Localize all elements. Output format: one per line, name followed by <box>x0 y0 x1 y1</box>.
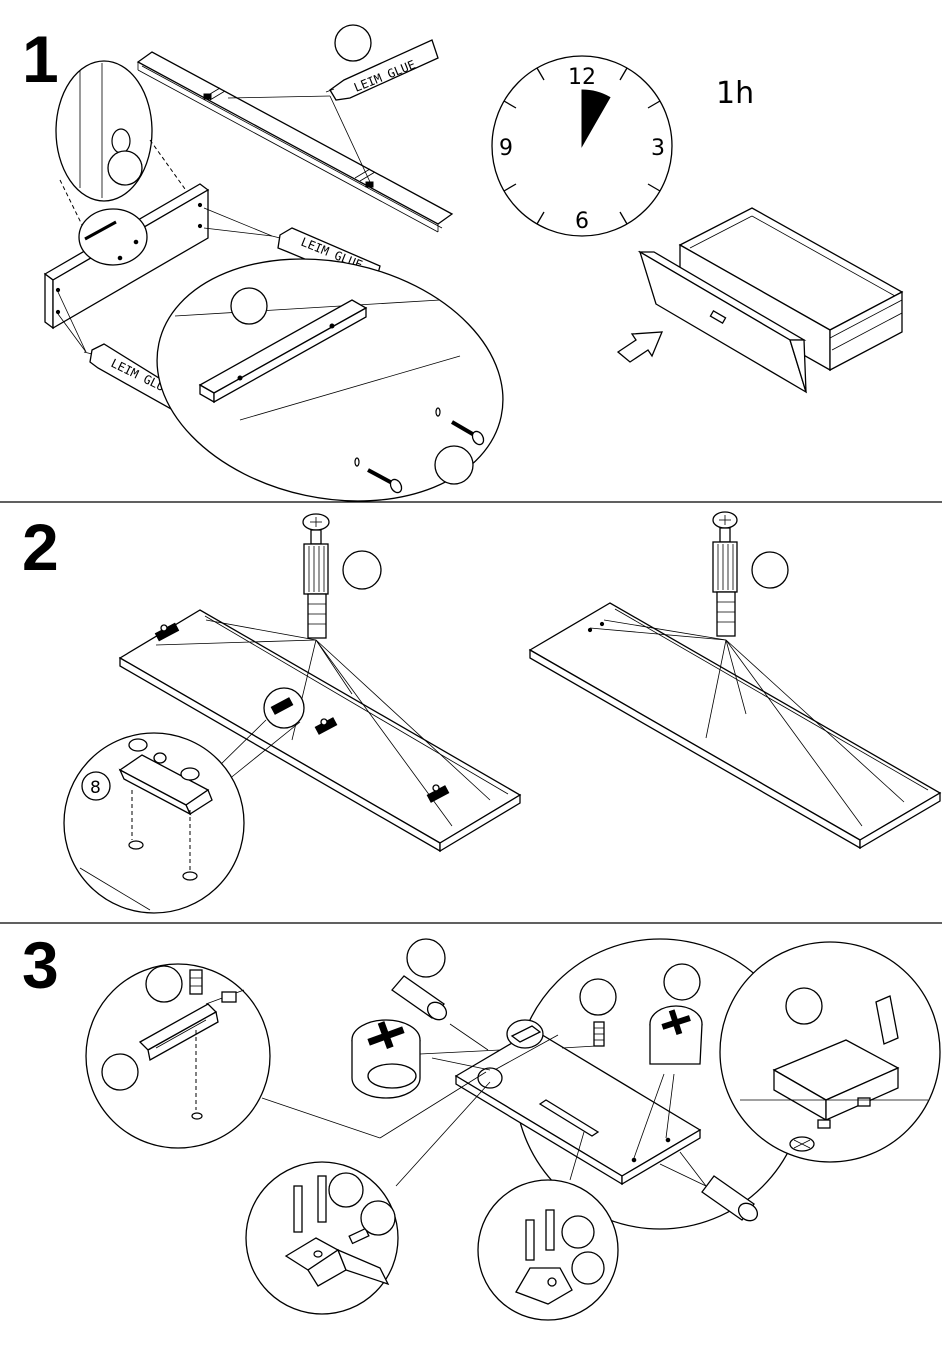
callout-circle <box>108 151 142 185</box>
duration-label: 1h <box>716 76 754 111</box>
hinge-detail-3 <box>246 1162 398 1314</box>
detail-loupe <box>134 228 525 532</box>
step-number-2: 2 <box>22 510 59 584</box>
cushion-detail <box>720 942 940 1162</box>
base-panel-right <box>530 603 940 848</box>
callout-number: 8 <box>90 778 101 798</box>
clock-number-3: 3 <box>651 136 665 161</box>
dowel-icon <box>392 976 450 1023</box>
step-3-group <box>86 939 940 1320</box>
clock-icon: 12 3 6 9 <box>492 56 672 236</box>
callout-circle <box>407 939 445 977</box>
screw-icon <box>594 1022 604 1046</box>
callout-circle <box>572 1252 604 1284</box>
clock-number-12: 12 <box>568 65 596 90</box>
callout-circle <box>231 288 267 324</box>
step-1-group: LEIM GLUE LEIM GLUE <box>45 25 902 532</box>
hinge-detail <box>64 733 244 913</box>
callout-circle <box>361 1201 395 1235</box>
cam-lock-icon <box>303 514 329 638</box>
callout-circle <box>146 966 182 1002</box>
callout-circle <box>580 979 616 1015</box>
insert-arrow-icon <box>618 332 662 362</box>
hinge-detail-4 <box>478 1180 618 1320</box>
callout-circle <box>102 1054 138 1090</box>
step-2-group: 8 <box>64 512 940 913</box>
callout-circle <box>786 988 822 1024</box>
step-number-1: 1 <box>22 22 59 96</box>
callout-circle <box>435 446 473 484</box>
cam-lock-icon <box>713 512 737 636</box>
detail-loupe <box>478 1068 502 1088</box>
clock-number-6: 6 <box>575 209 589 234</box>
cam-lock-icon <box>352 1020 420 1098</box>
callout-circle <box>329 1173 363 1207</box>
callout-circle <box>664 964 700 1000</box>
screw-icon <box>190 970 202 994</box>
clock-number-9: 9 <box>499 136 513 161</box>
callout-circle <box>562 1216 594 1248</box>
callout-circle <box>343 551 381 589</box>
drawer-assembled <box>640 208 902 392</box>
step-number-3: 3 <box>22 928 59 1002</box>
callout-circle <box>335 25 371 61</box>
callout-circle <box>752 552 788 588</box>
cam-lock-icon <box>650 1006 702 1064</box>
